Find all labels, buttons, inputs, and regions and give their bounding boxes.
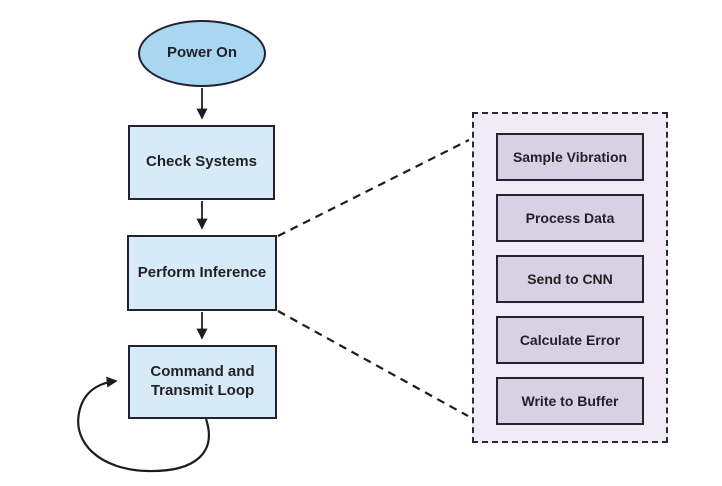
subprocess-step-sample-vibration: Sample Vibration: [496, 133, 644, 181]
node-perform-inference: Perform Inference: [127, 235, 277, 311]
dashed-link-bottom: [277, 310, 469, 417]
node-check-systems: Check Systems: [128, 125, 275, 200]
node-power-on: Power On: [138, 20, 266, 87]
node-perform-inference-label: Perform Inference: [137, 263, 267, 281]
subprocess-step-calculate-error: Calculate Error: [496, 316, 644, 364]
subprocess-step-process-data: Process Data: [496, 194, 644, 242]
subprocess-panel: Sample Vibration Process Data Send to CN…: [472, 112, 668, 443]
subprocess-step-send-to-cnn: Send to CNN: [496, 255, 644, 303]
node-power-on-label: Power On: [166, 44, 237, 62]
node-command-transmit-loop-label: Command and Transmit Loop: [150, 363, 255, 399]
subprocess-step-write-to-buffer: Write to Buffer: [496, 377, 644, 425]
dashed-link-top: [277, 139, 470, 237]
node-command-transmit-loop: Command and Transmit Loop: [128, 345, 277, 419]
self-loop-arrow: [77, 376, 210, 473]
node-check-systems-label: Check Systems: [146, 153, 257, 171]
